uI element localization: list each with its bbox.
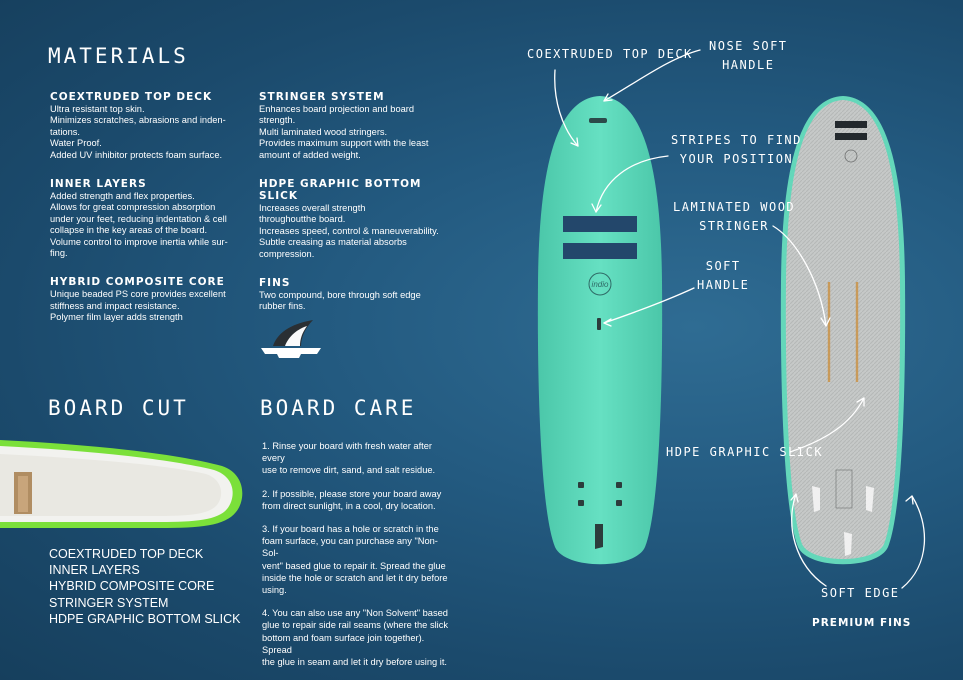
- spec-section-coextruded: COEXTRUDED TOP DECK Ultra resistant top …: [50, 91, 240, 161]
- spec-text: Ultra resistant top skin.Minimizes scrat…: [50, 104, 226, 160]
- fin-illustration: [261, 320, 321, 358]
- callout-hdpe-graphic-slick: HDPE GRAPHIC SLICK: [666, 445, 824, 459]
- spec-section-hybrid-core: HYBRID COMPOSITE CORE Unique beaded PS c…: [50, 276, 240, 323]
- board-cut-item: STRINGER SYSTEM: [49, 595, 169, 610]
- callout-soft-edge: SOFT EDGE: [821, 586, 900, 600]
- board-cut-item: HYBRID COMPOSITE CORE: [49, 579, 215, 594]
- soft-handle: [597, 318, 601, 330]
- board-care-heading: BOARD CARE: [260, 396, 417, 420]
- board-cut-item: COEXTRUDED TOP DECK: [49, 547, 204, 561]
- board-care-text: 1. Rinse your board with fresh water aft…: [262, 440, 452, 679]
- position-stripe-bottom: [563, 243, 637, 259]
- spec-section-inner-layers: INNER LAYERS Added strength and flex pro…: [50, 178, 240, 259]
- spec-title: HYBRID COMPOSITE CORE: [50, 276, 225, 289]
- surfboard-deck-illustration: indio: [537, 96, 663, 565]
- deck-logo: indio: [592, 280, 609, 289]
- care-step-3: 3. If your board has a hole or scratch i…: [262, 524, 448, 596]
- bottom-stripe-top: [835, 121, 867, 128]
- callout-coextruded-top-deck: COEXTRUDED TOP DECK: [527, 47, 693, 61]
- spec-section-fins: FINS Two compound, bore through soft edg…: [259, 277, 451, 313]
- spec-title: COEXTRUDED TOP DECK: [50, 91, 213, 103]
- spec-title: FINS: [259, 277, 291, 290]
- surfboard-bottom-illustration: [780, 96, 906, 565]
- arrow-nose-handle: [603, 49, 701, 102]
- arrow-hdpe: [789, 397, 865, 453]
- nose-handle: [589, 118, 607, 123]
- board-cut-item: INNER LAYERS: [49, 563, 140, 578]
- bottom-stripe-bottom: [835, 133, 867, 140]
- materials-heading: MATERIALS: [48, 44, 189, 68]
- arrow-soft-handle: [603, 287, 695, 324]
- materials-right-column: STRINGER SYSTEM Enhances board projectio…: [259, 91, 451, 330]
- arrow-soft-edge-right: [901, 495, 926, 589]
- care-step-4: 4. You can also use any "Non Solvent" ba…: [262, 608, 449, 668]
- fin-left: [812, 486, 820, 512]
- spec-section-stringer: STRINGER SYSTEM Enhances board projectio…: [259, 91, 451, 161]
- board-cross-section-illustration: [0, 440, 243, 528]
- arrow-soft-edge-left: [791, 493, 827, 587]
- fin-center: [844, 532, 852, 556]
- care-step-1: 1. Rinse your board with fresh water aft…: [262, 441, 436, 476]
- spec-text: Enhances board projection and board stre…: [259, 104, 429, 160]
- callout-premium-fins: PREMIUM FINS: [812, 617, 912, 629]
- board-cut-item: HDPE GRAPHIC BOTTOM SLICK: [49, 611, 241, 626]
- arrow-stripes: [595, 155, 669, 213]
- spec-section-hdpe: HDPE GRAPHIC BOTTOM SLICK Increases over…: [259, 178, 451, 260]
- board-cut-list: COEXTRUDED TOP DECK INNER LAYERS HYBRID …: [49, 546, 240, 627]
- spec-title: HDPE GRAPHIC BOTTOM SLICK: [259, 178, 422, 203]
- board-cut-heading: BOARD CUT: [48, 396, 189, 420]
- arrow-top-deck: [554, 69, 579, 147]
- fin-right: [866, 486, 874, 512]
- spec-title: INNER LAYERS: [50, 178, 147, 191]
- spec-title: STRINGER SYSTEM: [259, 91, 385, 103]
- care-step-2: 2. If possible, please store your board …: [262, 488, 442, 511]
- position-stripe-top: [563, 216, 637, 232]
- arrow-stringer: [772, 225, 827, 327]
- spec-text: Added strength and flex properties.Allow…: [50, 191, 228, 259]
- spec-text: Unique beaded PS core provides excellent…: [50, 289, 226, 323]
- materials-left-column: COEXTRUDED TOP DECK Ultra resistant top …: [50, 91, 240, 341]
